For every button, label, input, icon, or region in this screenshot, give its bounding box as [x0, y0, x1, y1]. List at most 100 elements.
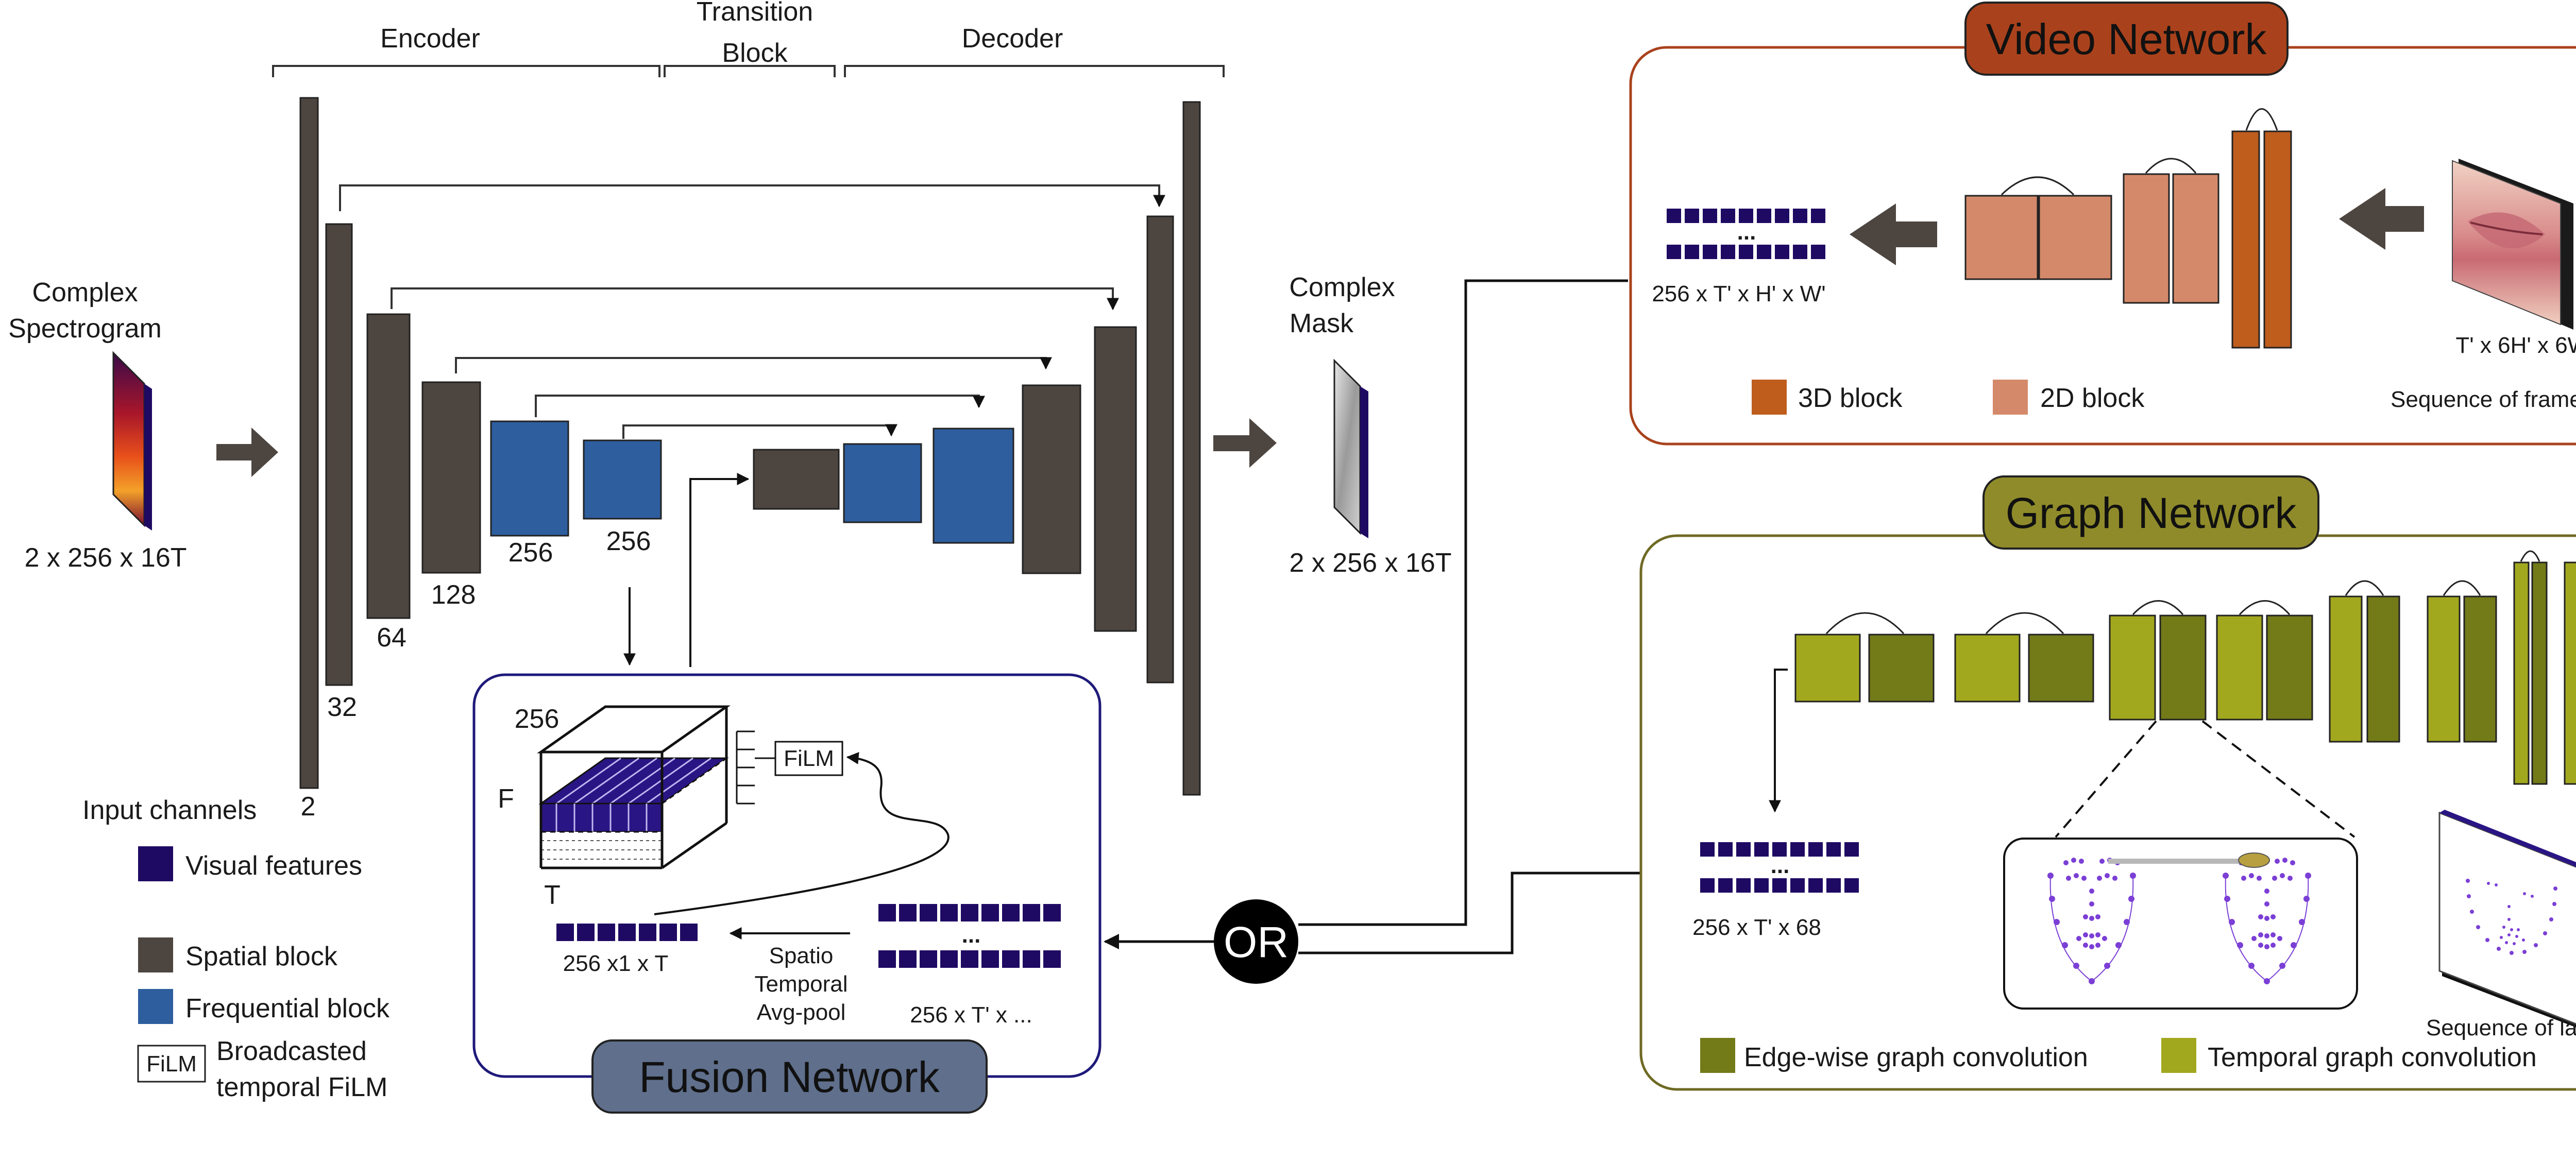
- input-arrow: [216, 428, 278, 477]
- landmarks-sequence-image: [2438, 810, 2576, 1028]
- spatial-block: [366, 313, 411, 619]
- edge-graph-block: [2266, 614, 2313, 721]
- complex-mask: Complex Mask 2 x 256 x 16T: [1289, 272, 1451, 578]
- graph-network: Graph Network: [1639, 475, 2576, 1091]
- transition-label-line1: Transition: [697, 0, 813, 27]
- graph-out-arrow: [1769, 669, 1788, 813]
- legend-film-line2: temporal FiLM: [216, 1072, 387, 1102]
- legend-film-line1: Broadcasted: [216, 1036, 367, 1066]
- frequential-block: [933, 428, 1014, 544]
- encoder-label: Encoder: [380, 24, 480, 54]
- landmark-inset: [2003, 838, 2358, 1010]
- channel-label: 256: [606, 526, 651, 556]
- spatial-block: [1146, 215, 1174, 684]
- channel-label: 32: [327, 692, 357, 722]
- input-title-line2: Spectrogram: [8, 314, 162, 344]
- spatial-block: [753, 449, 840, 510]
- legend-spatial-block: Spatial block: [185, 942, 338, 971]
- temporal-graph-block: [2564, 561, 2576, 785]
- video-legend-3d: 3D block: [1798, 383, 1903, 413]
- input-spectrogram: Complex Spectrogram 2 x 256 x 16T: [8, 278, 187, 573]
- film-legend-box-label: FiLM: [146, 1051, 197, 1077]
- edge-graph-block: [2531, 561, 2548, 785]
- fusion-label-T: T: [544, 880, 561, 910]
- video-to-or-line: [1298, 279, 1628, 926]
- graph-legend-temporal: Temporal graph convolution: [2208, 1043, 2537, 1072]
- spatial-block: [1182, 101, 1201, 796]
- fusion-title: Fusion Network: [639, 1053, 940, 1101]
- video-2d-block: [1964, 195, 2039, 280]
- film-broadcast-comb: [736, 730, 775, 805]
- transition-label-line2: Block: [722, 38, 788, 68]
- temporal-graph-block: [2109, 614, 2156, 721]
- spatial-block: [421, 381, 481, 574]
- mask-dims: 2 x 256 x 16T: [1289, 548, 1451, 578]
- spatial-block: [1094, 326, 1137, 632]
- graph-feature-tensor: [1700, 842, 1859, 893]
- spatial-block-swatch: [138, 937, 173, 972]
- film-box-label: FiLM: [784, 746, 834, 771]
- legend-visual-features: Visual features: [185, 851, 362, 881]
- spatial-block: [299, 97, 319, 789]
- video-3d-block: [2231, 130, 2260, 349]
- video-2d-swatch: [1993, 380, 2028, 415]
- decoder-blocks: [753, 101, 1201, 796]
- video-legend-2d: 2D block: [2040, 383, 2145, 413]
- legend-frequential-block: Frequential block: [185, 994, 390, 1023]
- avgpool-label-line2: Temporal: [755, 971, 848, 997]
- transition-bracket: [664, 65, 836, 77]
- legend-heading: Input channels: [82, 795, 257, 825]
- graph-legend-edge: Edge-wise graph convolution: [1744, 1043, 2088, 1072]
- mask-title-line1: Complex: [1289, 272, 1395, 302]
- left-legend: Input channels Visual features Spatial b…: [82, 795, 390, 1102]
- fusion-network: 256 F T: [472, 673, 1101, 1114]
- mask-title-line2: Mask: [1290, 309, 1354, 338]
- landmark-link-node: [2238, 852, 2270, 868]
- fusion-label-256: 256: [515, 704, 560, 734]
- channel-label: 128: [431, 580, 476, 610]
- fusion-input-dims: 256 x T' x ...: [910, 1002, 1032, 1028]
- temporal-graph-block: [2427, 595, 2461, 743]
- film-box: [774, 741, 843, 776]
- video-feature-dims: 256 x T' x H' x W': [1652, 281, 1825, 306]
- lip-frames-image: [2452, 159, 2573, 330]
- avgpool-label-line3: Avg-pool: [757, 1000, 846, 1025]
- video-title: Video Network: [1986, 15, 2267, 63]
- skip-connections: [339, 184, 1165, 439]
- temporal-graph-block: [1794, 634, 1861, 703]
- mask-edge: [1360, 386, 1368, 538]
- video-ellipsis: ...: [1737, 219, 1756, 245]
- spectrogram-image: [112, 351, 145, 527]
- temporal-graph-block: [2513, 561, 2530, 785]
- encoder-blocks: [299, 97, 662, 789]
- channel-labels: 2 32 64 128 256 256: [301, 526, 651, 822]
- frames-dims: T' x 6H' x 6W': [2455, 333, 2576, 358]
- fusion-ellipsis: ...: [962, 923, 981, 948]
- video-network: Video Network ... 256 x T' x H' x W': [1629, 2, 2576, 446]
- fusion-title-pill: [591, 1039, 988, 1114]
- temporal-graph-block: [2329, 595, 2363, 743]
- edge-graph-block: [2159, 614, 2207, 721]
- pooled-vector: [556, 924, 698, 941]
- fusion-label-F: F: [498, 784, 514, 814]
- graph-title-pill: [1982, 475, 2319, 550]
- video-2d-block: [2172, 173, 2219, 304]
- spectrogram-edge: [144, 384, 152, 531]
- graph-feature-dims: 256 x T' x 68: [1692, 915, 1821, 940]
- input-title-line1: Complex: [32, 278, 138, 308]
- frames-caption: Sequence of frames: [2391, 387, 2576, 412]
- film-input-curve: [654, 752, 950, 915]
- output-arrow: [1213, 418, 1277, 468]
- encoder-bracket: [272, 65, 660, 77]
- frequential-block: [490, 420, 569, 537]
- edge-graph-block: [1868, 634, 1935, 703]
- spatial-block: [1022, 384, 1081, 574]
- video-3d-swatch: [1752, 380, 1787, 415]
- frequential-block: [843, 443, 922, 523]
- edge-graph-block: [2366, 595, 2400, 743]
- decoder-bracket: [844, 65, 1225, 77]
- video-2d-block: [2123, 173, 2170, 304]
- film-legend-box: [137, 1045, 206, 1083]
- edge-graph-block: [2028, 634, 2094, 703]
